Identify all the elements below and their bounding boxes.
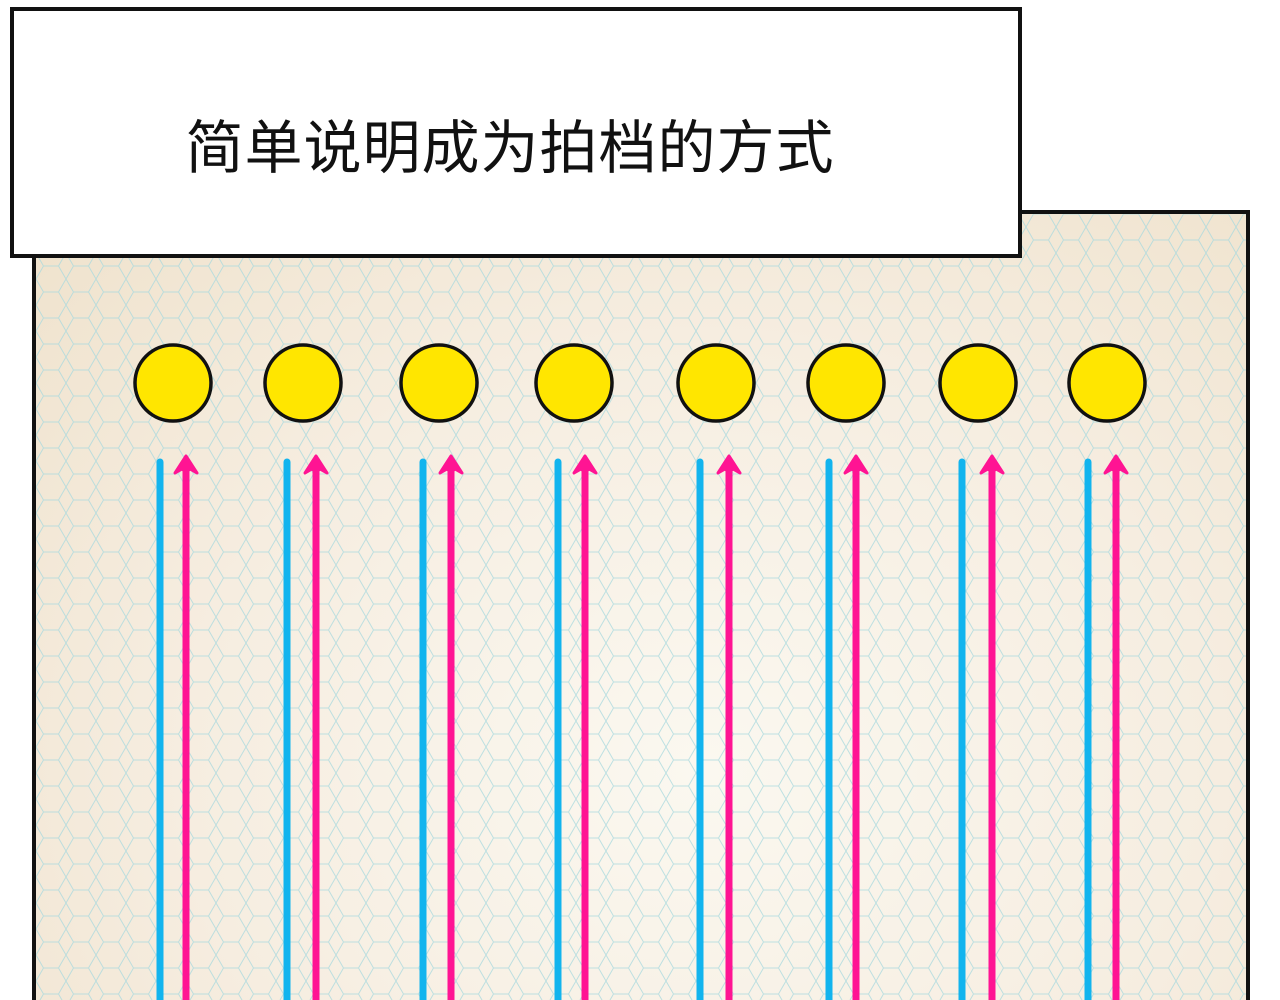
- partner-group-3: [399, 343, 479, 1000]
- arrow-up-icon: [303, 454, 329, 475]
- caption-box: 简单说明成为拍档的方式: [10, 7, 1022, 258]
- partner-group-8: [1067, 343, 1147, 1000]
- arrow-up-icon: [438, 454, 464, 475]
- circle-2: [263, 343, 343, 423]
- circle-4: [534, 343, 614, 423]
- partner-group-7: [938, 343, 1018, 1000]
- circle-1: [133, 343, 213, 423]
- arrow-up-icon: [173, 454, 199, 475]
- caption-title: 简单说明成为拍档的方式: [185, 114, 835, 182]
- partner-group-4: [534, 343, 614, 1000]
- partner-group-1: [133, 343, 213, 1000]
- arrow-up-icon: [1103, 454, 1129, 475]
- circle-5: [676, 343, 756, 423]
- circle-7: [938, 343, 1018, 423]
- partner-group-5: [676, 343, 756, 1000]
- partner-group-2: [263, 343, 343, 1000]
- circle-8: [1067, 343, 1147, 423]
- arrow-up-icon: [843, 454, 869, 475]
- arrow-up-icon: [979, 454, 1005, 475]
- circle-6: [806, 343, 886, 423]
- circle-3: [399, 343, 479, 423]
- partner-group-6: [806, 343, 886, 1000]
- arrow-up-icon: [716, 454, 742, 475]
- diagram-panel: [32, 210, 1250, 1000]
- hex-grid-background: [36, 214, 1246, 1000]
- arrow-up-icon: [572, 454, 598, 475]
